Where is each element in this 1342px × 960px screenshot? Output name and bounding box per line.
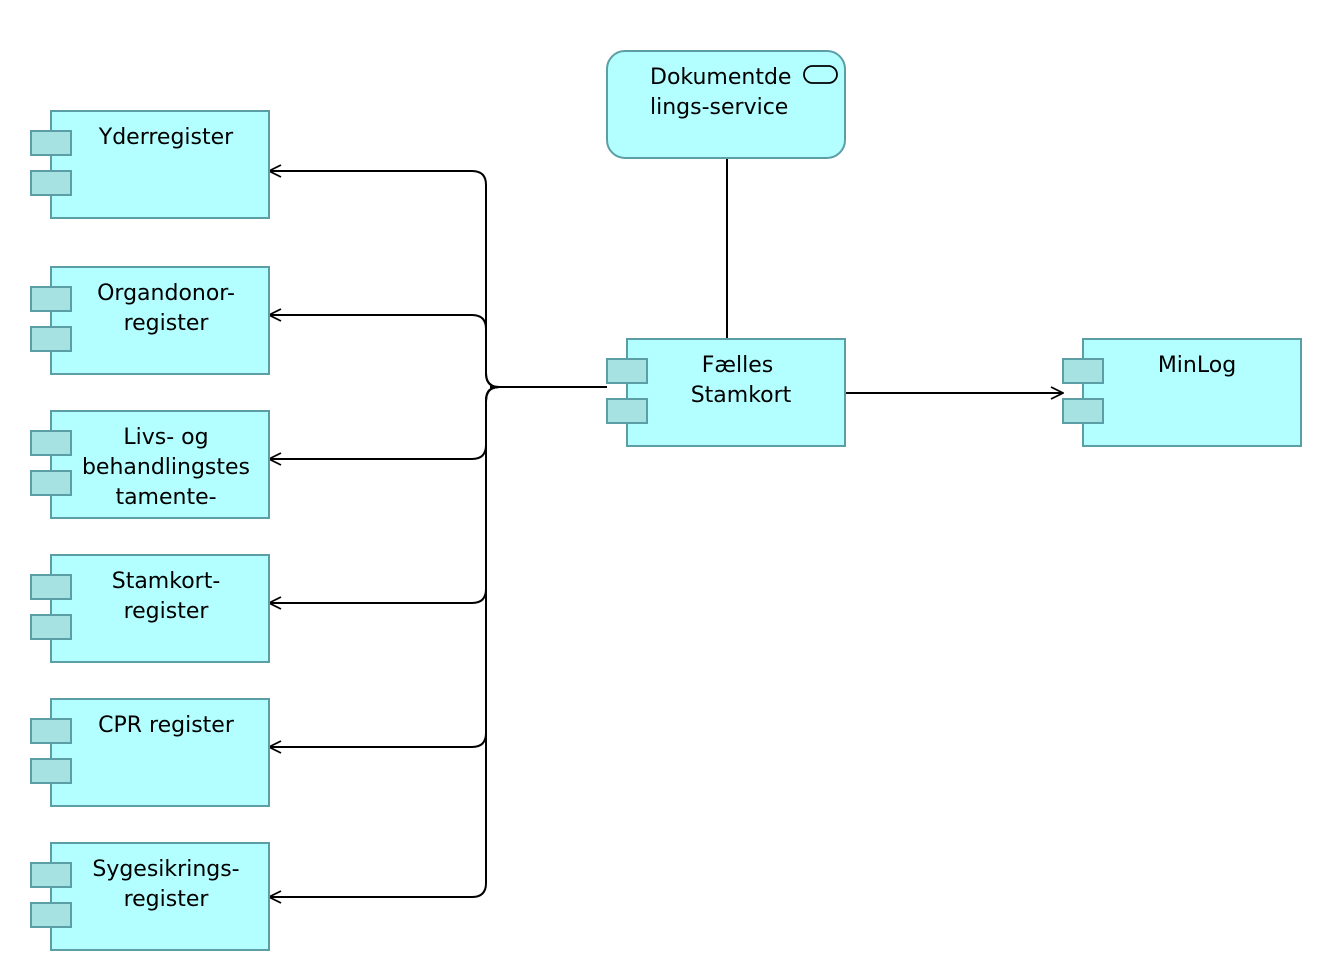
register-label: CPR register <box>98 713 235 738</box>
service-label-line: lings-service <box>650 95 788 120</box>
component-tab-icon <box>30 718 72 744</box>
register-label: Livs- og behandlingstes tamente- <box>82 425 250 510</box>
component-body <box>626 338 846 447</box>
register-label: Yderregister <box>98 125 234 150</box>
minlog-label-line: MinLog <box>1158 353 1236 378</box>
register-label: Stamkort-register <box>112 569 221 624</box>
register-label: Organdonor-register <box>97 281 235 336</box>
component-node-yderregister[interactable]: Yderregister <box>30 110 270 219</box>
register-label: Sygesikrings-register <box>92 857 239 912</box>
component-body <box>50 698 270 807</box>
component-tab-icon <box>30 286 72 312</box>
component-node-faelles-stamkort[interactable]: Fælles Stamkort <box>606 338 846 447</box>
register-label-line: Stamkort- <box>112 569 221 594</box>
component-body <box>1082 338 1302 447</box>
connector-hub-organdonorregister <box>269 315 500 388</box>
service-body <box>606 50 846 159</box>
component-body <box>50 842 270 951</box>
component-body <box>50 410 270 519</box>
component-tab-icon <box>30 758 72 784</box>
component-body <box>50 110 270 219</box>
component-tab-icon <box>30 430 72 456</box>
register-label-line: register <box>124 887 210 912</box>
connector-hub-yderregister <box>269 171 500 388</box>
component-body <box>50 554 270 663</box>
component-tab-icon <box>30 574 72 600</box>
hub-label-line: Fælles <box>702 353 773 378</box>
nodes: Dokumentde lings-service Fælles Stamkort… <box>30 50 1302 951</box>
component-tab-icon <box>30 470 72 496</box>
register-label-line: Yderregister <box>98 125 234 150</box>
component-tab-icon <box>30 862 72 888</box>
component-node-organdonorregister[interactable]: Organdonor-register <box>30 266 270 375</box>
register-label-line: register <box>124 599 210 624</box>
component-tab-icon <box>606 358 648 384</box>
register-label-line: tamente- <box>115 485 216 510</box>
connector-hub-cpr-register <box>269 386 500 747</box>
component-tab-icon <box>30 902 72 928</box>
service-node-dokumentdelingsservice[interactable]: Dokumentde lings-service <box>606 50 846 159</box>
component-node-minlog[interactable]: MinLog <box>1062 338 1302 447</box>
register-label-line: Sygesikrings- <box>92 857 239 882</box>
component-node-stamkortregister[interactable]: Stamkort-register <box>30 554 270 663</box>
component-tab-icon <box>30 170 72 196</box>
register-label-line: Livs- og <box>123 425 208 450</box>
component-node-cpr-register[interactable]: CPR register <box>30 698 270 807</box>
register-label-line: behandlingstes <box>82 455 250 480</box>
register-label-line: Organdonor- <box>97 281 235 306</box>
service-label: Dokumentde lings-service <box>650 65 798 120</box>
hub-label: Fælles Stamkort <box>691 353 792 408</box>
connector-hub-sygesikringsregister <box>269 386 500 897</box>
register-branches <box>269 171 500 897</box>
component-tab-icon <box>30 130 72 156</box>
service-label-line: Dokumentde <box>650 65 791 90</box>
hub-label-line: Stamkort <box>691 383 792 408</box>
connector-hub-livstestamente <box>269 386 500 459</box>
connectors <box>269 158 1063 897</box>
component-tab-icon <box>1062 398 1104 424</box>
component-body <box>50 266 270 375</box>
component-tab-icon <box>1062 358 1104 384</box>
component-node-sygesikringsregister[interactable]: Sygesikrings-register <box>30 842 270 951</box>
component-tab-icon <box>30 326 72 352</box>
component-tab-icon <box>30 614 72 640</box>
register-label-line: register <box>124 311 210 336</box>
minlog-label: MinLog <box>1158 353 1236 378</box>
component-node-livstestamente[interactable]: Livs- og behandlingstes tamente- <box>30 410 270 519</box>
connector-hub-stamkortregister <box>269 386 500 603</box>
component-tab-icon <box>606 398 648 424</box>
register-label-line: CPR register <box>98 713 235 738</box>
service-icon <box>803 65 838 84</box>
